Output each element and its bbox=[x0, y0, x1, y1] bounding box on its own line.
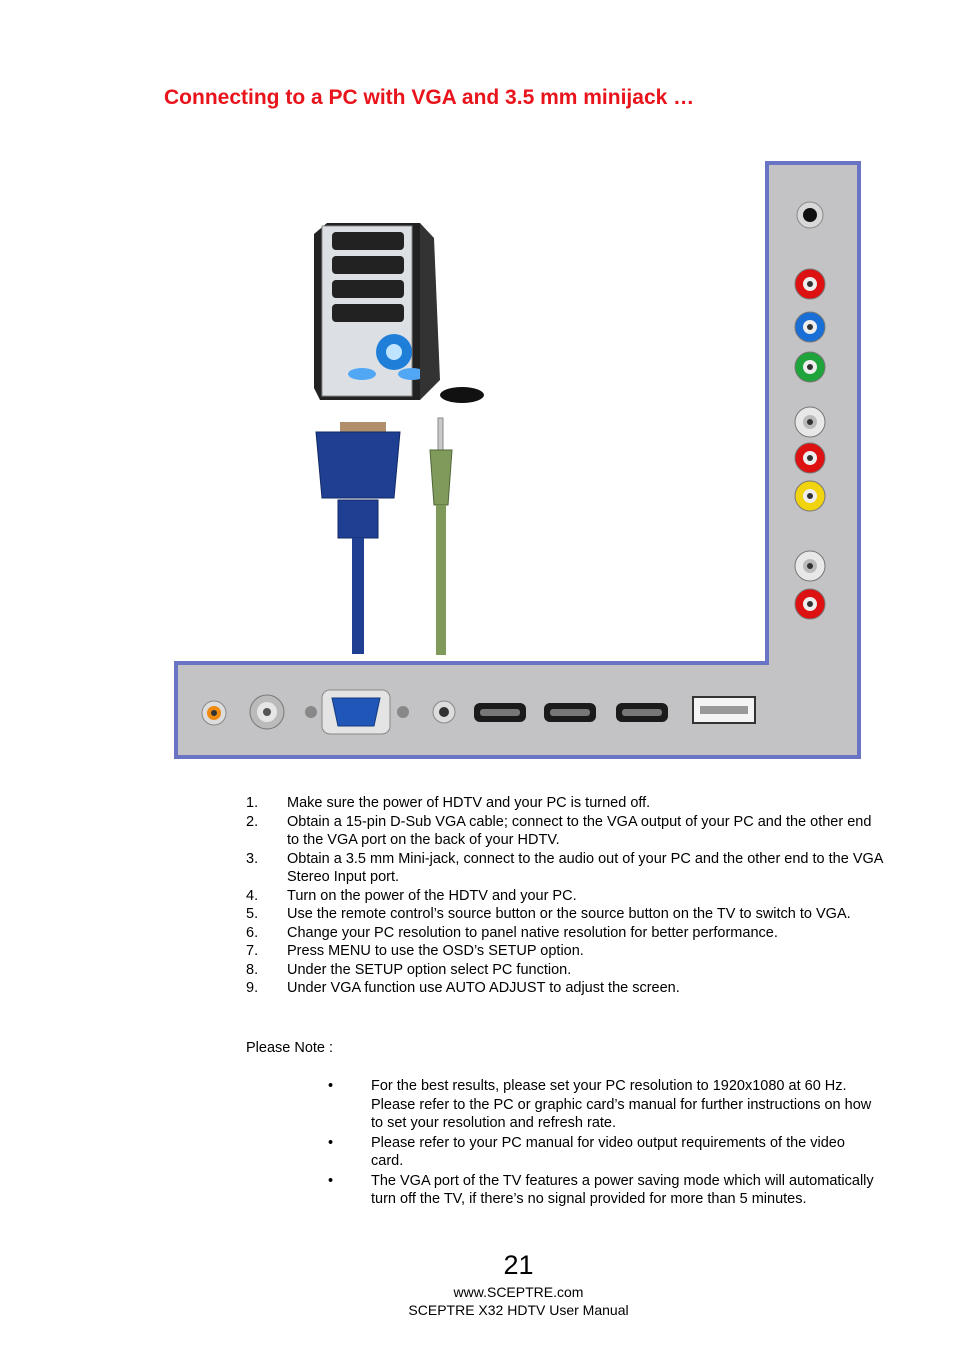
step-number: 5. bbox=[246, 906, 259, 922]
step-text: Under the SETUP option select PC functio… bbox=[287, 961, 572, 978]
step-text: Change your PC resolution to panel nativ… bbox=[287, 924, 778, 941]
footer-manual-title: SCEPTRE X32 HDTV User Manual bbox=[408, 1302, 629, 1318]
step-text: Obtain a 3.5 mm Mini-jack, connect to th… bbox=[287, 850, 883, 886]
list-item: 9. Under VGA function use AUTO ADJUST to … bbox=[246, 979, 886, 998]
connection-diagram bbox=[174, 161, 861, 759]
note-text: For the best results, please set your PC… bbox=[371, 1078, 872, 1131]
list-item: 1. Make sure the power of HDTV and your P… bbox=[246, 794, 886, 813]
step-number: 8. bbox=[246, 961, 259, 978]
footer-url: www.SCEPTRE.com bbox=[453, 1284, 584, 1300]
list-item: 8. Under the SETUP option select PC funct… bbox=[246, 961, 886, 980]
list-item: • The VGA port of the TV features a power… bbox=[326, 1172, 874, 1209]
tv-back-panel bbox=[174, 161, 861, 759]
bottom-ports bbox=[201, 689, 756, 735]
step-text: Make sure the power of HDTV and your PC … bbox=[287, 795, 651, 811]
steps-list: 1. Make sure the power of HDTV and your P… bbox=[246, 794, 886, 998]
notes-list: • For the best results, please set your P… bbox=[326, 1077, 874, 1210]
list-item: 4. Turn on the power of the HDTV and your… bbox=[246, 887, 886, 906]
step-number: 6. bbox=[246, 924, 259, 941]
audio-cable bbox=[429, 417, 453, 655]
list-item: 5. Use the remote control’s source button… bbox=[246, 905, 886, 924]
page-title: Connecting to a PC with VGA and 3.5 mm m… bbox=[164, 86, 695, 109]
vga-cable bbox=[315, 422, 401, 654]
bullet-icon: • bbox=[328, 1078, 334, 1094]
note-label: Please Note : bbox=[246, 1040, 334, 1056]
step-number: 1. bbox=[246, 795, 259, 811]
step-text: Turn on the power of the HDTV and your P… bbox=[287, 887, 577, 904]
page-number: 21 bbox=[503, 1250, 534, 1280]
step-text: Under VGA function use AUTO ADJUST to ad… bbox=[287, 980, 680, 996]
step-number: 7. bbox=[246, 943, 259, 959]
step-number: 9. bbox=[246, 980, 259, 996]
note-text: Please refer to your PC manual for video… bbox=[371, 1134, 845, 1170]
side-jacks bbox=[794, 201, 826, 620]
step-text: Obtain a 15-pin D-Sub VGA cable; connect… bbox=[287, 813, 872, 849]
list-item: 2. Obtain a 15-pin D-Sub VGA cable; conne… bbox=[246, 813, 886, 850]
step-number: 2. bbox=[246, 813, 259, 830]
note-text: The VGA port of the TV features a power … bbox=[371, 1172, 874, 1208]
list-item: • For the best results, please set your P… bbox=[326, 1077, 874, 1133]
list-item: 6. Change your PC resolution to panel nat… bbox=[246, 924, 886, 943]
step-text: Use the remote control’s source button o… bbox=[287, 906, 851, 922]
bullet-icon: • bbox=[328, 1172, 334, 1189]
step-number: 3. bbox=[246, 850, 259, 867]
list-item: • Please refer to your PC manual for vide… bbox=[326, 1134, 874, 1171]
pc-tower bbox=[314, 223, 484, 403]
bullet-icon: • bbox=[328, 1134, 334, 1151]
step-number: 4. bbox=[246, 887, 259, 904]
step-text: Press MENU to use the OSD’s SETUP option… bbox=[287, 943, 584, 959]
list-item: 3. Obtain a 3.5 mm Mini-jack, connect to … bbox=[246, 850, 886, 887]
list-item: 7. Press MENU to use the OSD’s SETUP opti… bbox=[246, 942, 886, 961]
